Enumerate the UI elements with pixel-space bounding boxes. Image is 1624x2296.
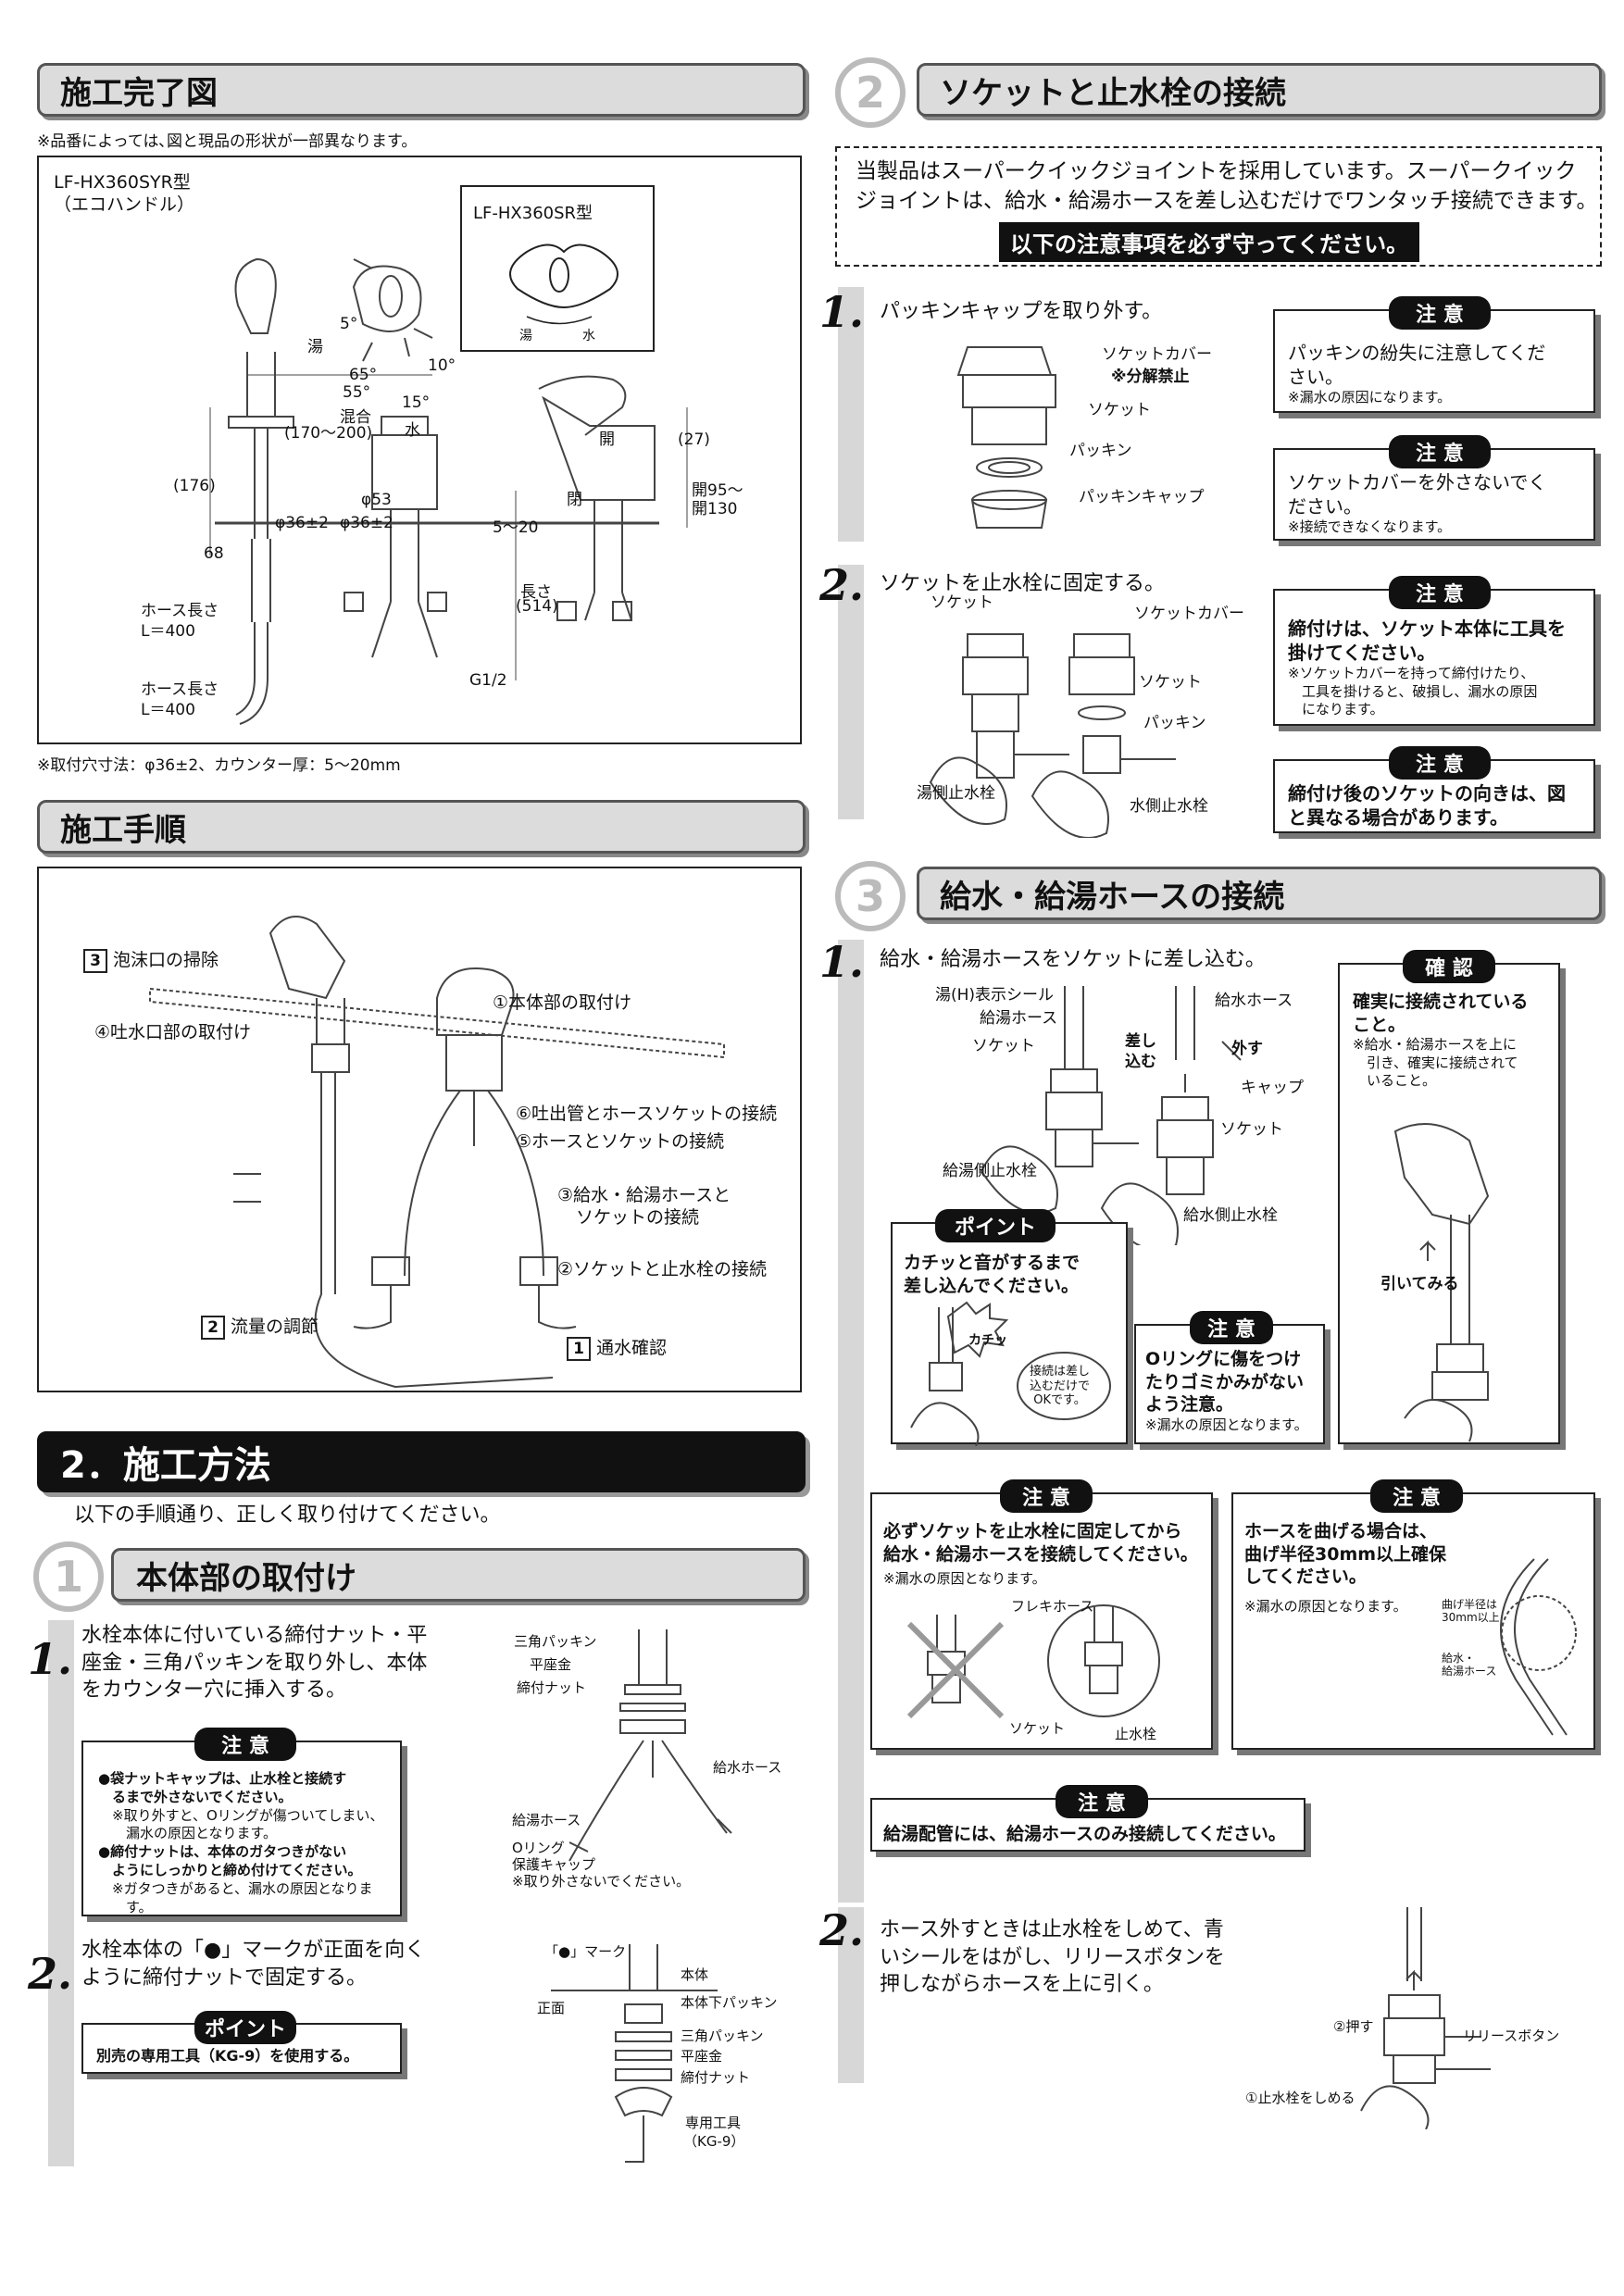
completion-diagram-box: LF-HX360SYR型 （エコハンドル） LF-HX360SR型 湯 水 (37, 156, 802, 744)
hose-step2-text: ホース外すときは止水栓をしめて、青 いシールをはがし、リリースボタンを 押しなが… (880, 1918, 1225, 1997)
method-intro: 以下の手順通り、正しく取り付けてください。 (74, 1504, 501, 1527)
model2-label: LF-HX360SR型 (473, 204, 593, 223)
proc-step5: ⑤ホースとソケットの接続 (516, 1131, 725, 1152)
hose-pull-drawing (1393, 1123, 1490, 1442)
model1-sub: （エコハンドル） (54, 194, 195, 215)
completion-note: ※品番によっては､図と現品の形状が一部異なります。 (37, 132, 418, 151)
proc-step1c: ①本体部の取付け (493, 992, 632, 1013)
model2-box: LF-HX360SR型 湯 水 (460, 185, 655, 352)
socket-num: 2 (835, 57, 906, 128)
completion-footnote: ※取付穴寸法：φ36±2、カウンター厚：5〜20mm (37, 756, 401, 775)
proc-step3c-a: ③給水・給湯ホースと (557, 1185, 731, 1205)
procedure-title: 施工手順 (37, 800, 806, 854)
hose-confirm-box: 確実に接続されている こと。 ※給水・給湯ホースを上に 引き、確実に接続されて … (1338, 963, 1560, 1444)
body-step2-text: 水栓本体の「●」マークが正面を向く ように締付ナットで固定する。 (81, 1939, 426, 1990)
hose-title: 給水・給湯ホースの接続 (917, 867, 1602, 920)
hose-caution5: 必ずソケットを止水栓に固定してから 給水・給湯ホースを接続してください。 ※漏水… (870, 1492, 1213, 1750)
body-caution-box: ●袋ナットキャップは、止水栓と接続す るまで外さないでください。 ※取り外すと、… (81, 1741, 402, 1916)
body-step1-text: 水栓本体に付いている締付ナット・平 座金・三角パッキンを取り外し、本体 をカウン… (81, 1624, 428, 1703)
hose-insert-drawing (980, 986, 1242, 1245)
proc-step6: ⑥吐出管とホースソケットの接続 (516, 1104, 778, 1124)
body-caution-tag: 注 意 (194, 1728, 296, 1761)
eco-handle-icon (509, 243, 618, 325)
proc-step3c-b: ソケットの接続 (576, 1207, 700, 1228)
body-parts-drawing (568, 1629, 732, 1862)
completion-title: 施工完了図 (37, 63, 806, 117)
hose-point-box: カチッと音がするまで 差し込んでください。 カチッ 接続は差し 込むだけで OK… (891, 1222, 1128, 1446)
socket-step1-text: パッキンキャップを取り外す。 (880, 300, 1163, 323)
socket-caution3: 締付けは、ソケット本体に工具を 掛けてください。 ※ソケットカバーを持って締付け… (1273, 589, 1595, 726)
proc-step4: ④吐水口部の取付け (94, 1022, 252, 1042)
hose-release-drawing (1360, 1907, 1491, 2129)
hose-caution6: ホースを曲げる場合は、 曲げ半径30mm以上確保 してください。 ※漏水の原因と… (1231, 1492, 1595, 1750)
hose-click-drawing (910, 1301, 1111, 1446)
body-install-title: 本体部の取付け (111, 1548, 806, 1602)
socket-parts-drawing (956, 346, 1056, 529)
socket-valve-drawing (929, 633, 1176, 838)
body-tool-drawing (551, 1944, 718, 2163)
procedure-drawing (149, 916, 725, 1389)
socket-title: ソケットと止水栓の接続 (917, 63, 1602, 117)
method-title: 2．施工方法 (37, 1431, 806, 1492)
hose-num: 3 (835, 861, 906, 931)
socket-step2-text: ソケットを止水栓に固定する。 (880, 572, 1166, 595)
body-install-num: 1 (33, 1541, 104, 1612)
hose-bend-drawing (1500, 1558, 1577, 1736)
completion-drawing (209, 257, 688, 725)
socket-intro-box: 当製品はスーパークイックジョイントを採用しています。スーパークイック ジョイント… (835, 146, 1602, 267)
body-point-tag: ポイント (194, 2011, 296, 2044)
hose-order-drawing (906, 1604, 1160, 1719)
hose-step1-text: 給水・給湯ホースをソケットに差し込む。 (880, 948, 1266, 971)
model1-label: LF-HX360SYR型 (54, 172, 191, 193)
proc-step2c: ②ソケットと止水栓の接続 (557, 1259, 768, 1279)
socket-caution1: パッキンの紛失に注意してくだ さい。 ※漏水の原因になります。 (1273, 309, 1595, 413)
